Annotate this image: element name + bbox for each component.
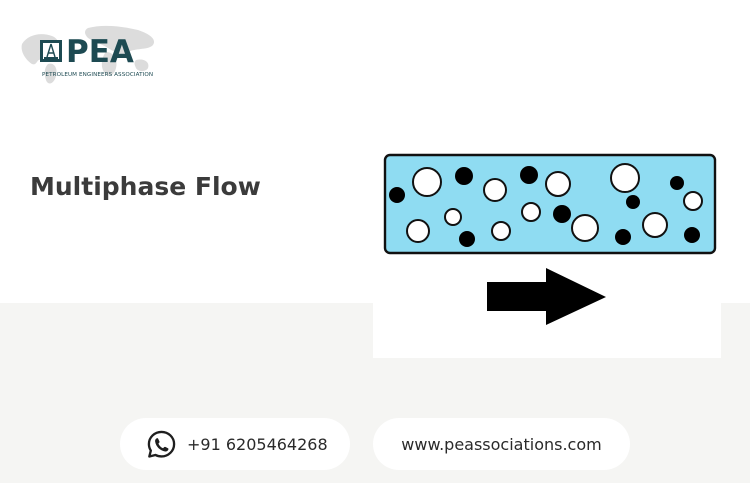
pea-logo: PEA PETROLEUM ENGINEERS ASSOCIATION (18, 22, 163, 90)
phone-contact[interactable]: +91 6205464268 (120, 418, 350, 470)
rig-icon (40, 40, 62, 62)
world-map-icon (21, 25, 155, 84)
phone-number: +91 6205464268 (187, 434, 328, 454)
liquid-droplets (389, 166, 700, 247)
right-arrow-icon (487, 268, 606, 325)
gas-bubbles (406, 163, 703, 243)
logo-tagline: PETROLEUM ENGINEERS ASSOCIATION (42, 72, 154, 78)
whatsapp-icon (146, 429, 177, 460)
website-url: www.peassociations.com (401, 434, 602, 454)
page-title: Multiphase Flow (30, 172, 261, 201)
logo-wordmark: PEA (66, 34, 134, 70)
website-link[interactable]: www.peassociations.com (373, 418, 630, 470)
multiphase-flow-diagram (383, 153, 717, 325)
